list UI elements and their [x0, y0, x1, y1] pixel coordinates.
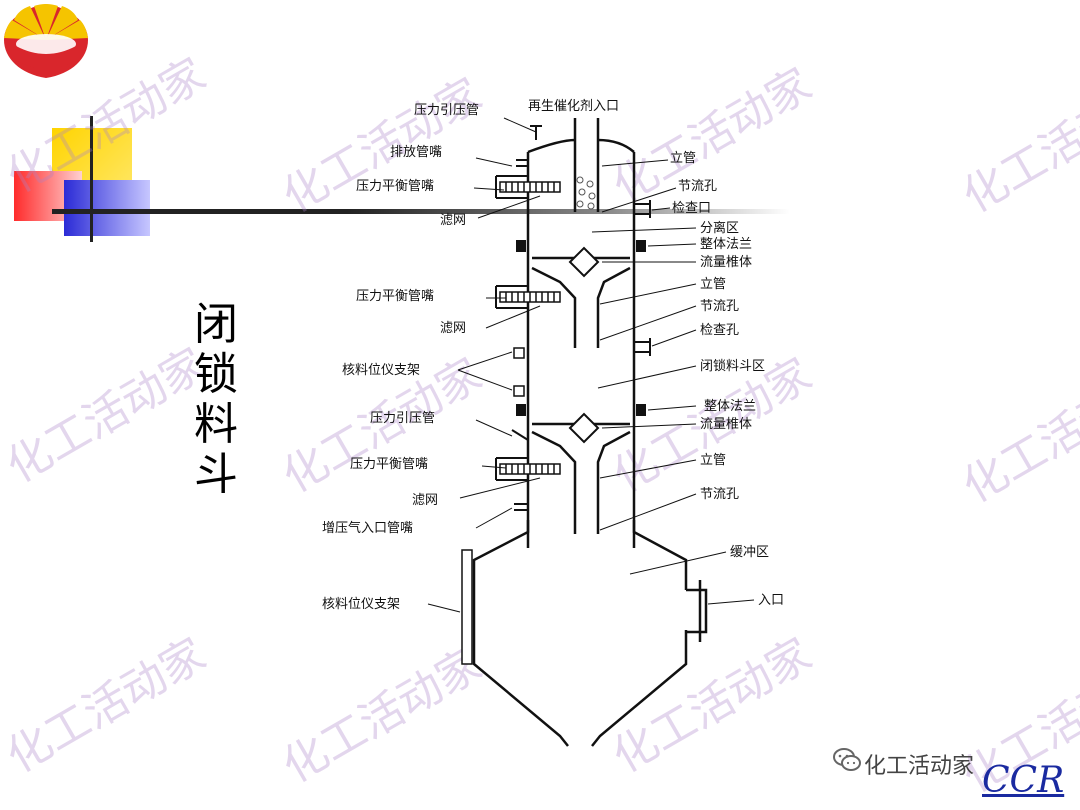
wechat-account-name: 化工活动家	[864, 754, 975, 779]
label-standpipe-3: 立管	[700, 453, 726, 468]
title-char: 闭	[194, 299, 238, 350]
label-flange-2: 整体法兰	[704, 399, 756, 414]
right-nozzles	[634, 200, 651, 356]
label-flange-1: 整体法兰	[700, 237, 752, 252]
decor-blue-square	[64, 180, 150, 236]
label-boost-gas-nozzle: 增压气入口管嘴	[322, 520, 413, 536]
label-equalize-nozzle-1: 压力平衡管嘴	[356, 179, 434, 194]
label-level-bracket-1: 核料位仪支架	[342, 363, 420, 378]
catalyst-particles	[576, 176, 596, 210]
label-screen-2: 滤网	[440, 321, 466, 336]
label-pressure-tap-1: 压力引压管	[414, 103, 479, 118]
vertical-title: 闭 锁 料 斗	[188, 300, 244, 500]
decor-vertical-line	[90, 116, 93, 242]
label-inspection-port: 检查口	[672, 201, 711, 216]
brand-ccr: CCR	[982, 760, 1065, 801]
label-pressure-tap-2: 压力引压管	[370, 411, 435, 426]
label-flow-cone-1: 流量椎体	[700, 255, 752, 270]
company-logo	[4, 4, 88, 78]
screens	[499, 181, 561, 475]
integral-flanges	[516, 240, 646, 416]
level-brackets	[461, 347, 525, 665]
title-char: 锁	[194, 349, 238, 400]
left-nozzles	[495, 125, 542, 511]
label-standpipe-1: 立管	[670, 151, 696, 166]
flow-cones	[568, 246, 600, 444]
label-drain-nozzle: 排放管嘴	[390, 145, 442, 160]
label-screen-3: 滤网	[412, 493, 438, 508]
label-orifice-2: 节流孔	[700, 299, 739, 314]
label-inspection-hole: 检查孔	[700, 323, 739, 338]
label-level-bracket-2: 核料位仪支架	[322, 597, 400, 612]
title-char: 斗	[194, 449, 238, 500]
label-inlet: 入口	[758, 593, 784, 608]
label-equalize-nozzle-2: 压力平衡管嘴	[356, 289, 434, 304]
label-screen-1: 滤网	[440, 213, 466, 228]
wechat-icon	[833, 748, 861, 771]
label-orifice-1: 节流孔	[678, 179, 717, 194]
label-orifice-3: 节流孔	[700, 487, 739, 502]
leader-lines	[427, 117, 755, 613]
label-standpipe-2: 立管	[700, 277, 726, 292]
title-char: 料	[194, 399, 238, 450]
label-equalize-nozzle-3: 压力平衡管嘴	[350, 457, 428, 472]
decor-horizontal-line	[52, 209, 790, 214]
label-buffer-zone: 缓冲区	[730, 545, 769, 560]
label-catalyst-inlet: 再生催化剂入口	[528, 99, 619, 114]
label-separation-zone: 分离区	[700, 220, 739, 236]
label-lock-hopper-zone: 闭锁料斗区	[700, 358, 765, 374]
label-flow-cone-2: 流量椎体	[700, 417, 752, 432]
vessel-outline	[472, 118, 708, 747]
